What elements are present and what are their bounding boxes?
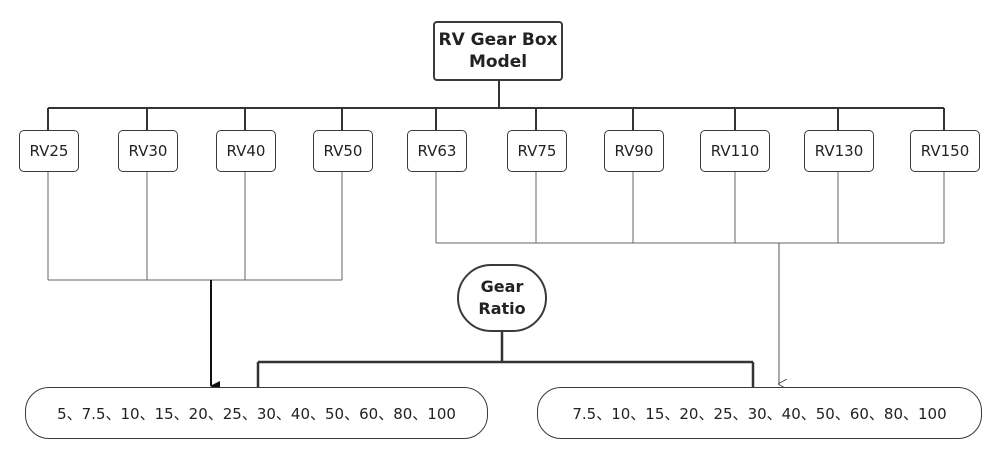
model-node-rv50: RV50 — [313, 130, 373, 172]
model-node-rv63: RV63 — [407, 130, 467, 172]
gear-ratio-node: Gear Ratio — [457, 264, 547, 332]
gearbox-model-node: RV Gear Box Model — [433, 21, 563, 81]
model-node-rv90: RV90 — [604, 130, 664, 172]
model-node-rv40: RV40 — [216, 130, 276, 172]
ratio-list-large-models: 7.5、10、15、20、25、30、40、50、60、80、100 — [537, 387, 982, 439]
ratio-list-small-models: 5、7.5、10、15、20、25、30、40、50、60、80、100 — [25, 387, 488, 439]
model-node-rv75: RV75 — [507, 130, 567, 172]
model-node-rv150: RV150 — [910, 130, 980, 172]
gearbox-model-line1: RV Gear Box — [438, 30, 558, 50]
model-node-rv130: RV130 — [804, 130, 874, 172]
gearbox-model-line2: Model — [468, 52, 528, 72]
model-node-rv110: RV110 — [700, 130, 770, 172]
model-node-rv30: RV30 — [118, 130, 178, 172]
model-node-rv25: RV25 — [19, 130, 79, 172]
gear-ratio-line1: Gear — [480, 277, 524, 296]
gear-ratio-line2: Ratio — [478, 299, 526, 318]
